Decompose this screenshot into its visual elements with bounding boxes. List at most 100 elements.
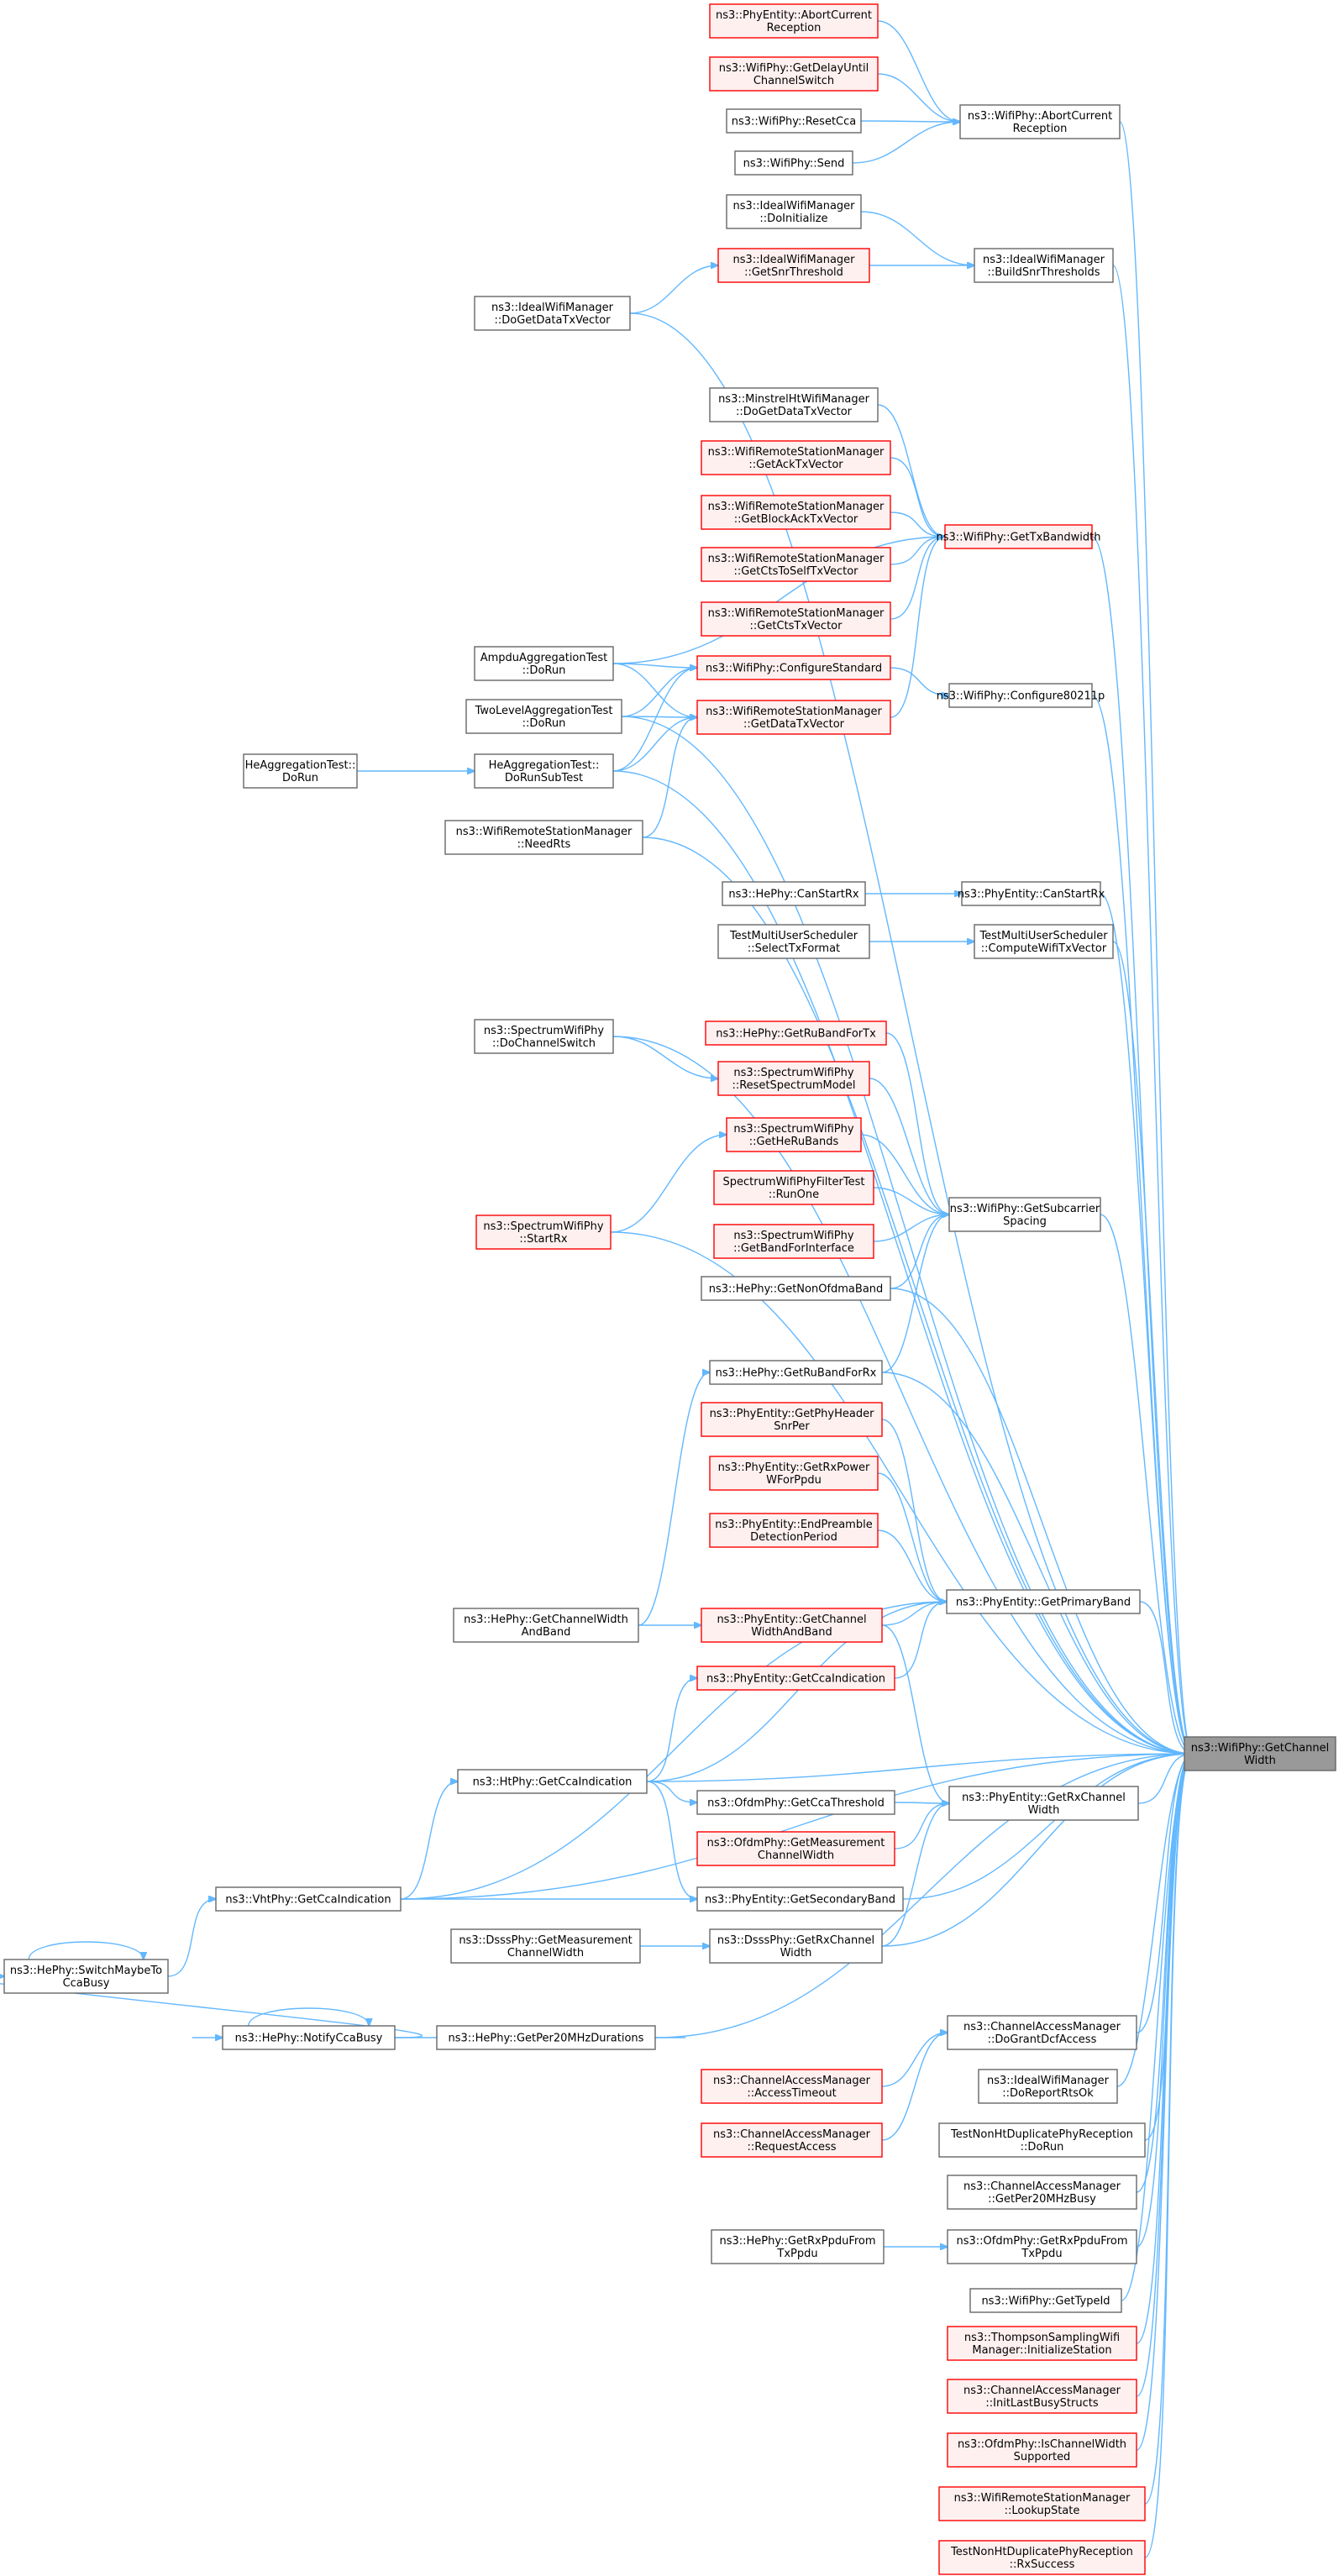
node-label: ns3::IdealWifiManager [983, 254, 1105, 266]
node-box [938, 2486, 1146, 2521]
function-node[interactable]: ns3::SpectrumWifiPhy::GetBandForInterfac… [713, 1224, 874, 1259]
function-node[interactable]: ns3::HePhy::GetPer20MHzDurations [436, 2025, 656, 2050]
function-node[interactable]: ns3::ChannelAccessManager::GetPer20MHzBu… [947, 2175, 1137, 2210]
function-node[interactable]: ns3::WifiPhy::Configure80211p [937, 683, 1105, 708]
node-label: ns3::PhyEntity::EndPreamble [715, 1519, 872, 1531]
edge-line [890, 537, 945, 718]
call-edge [642, 717, 697, 838]
call-edge [877, 1472, 947, 1602]
function-node[interactable]: ns3::PhyEntity::GetSecondaryBand [696, 1886, 904, 1912]
edge-line [1121, 1754, 1193, 2301]
function-node[interactable]: ns3::SpectrumWifiPhy::DoChannelSwitch [474, 1019, 614, 1054]
function-node[interactable]: TwoLevelAggregationTest::DoRun [465, 699, 622, 734]
node-box [701, 547, 891, 582]
call-edge [610, 1135, 727, 1233]
node-label: ::GetBandForInterface [733, 1242, 854, 1255]
function-node[interactable]: ns3::PhyEntity::EndPreambleDetectionPeri… [709, 1513, 879, 1548]
function-node[interactable]: ns3::WifiRemoteStationManager::GetBlockA… [701, 495, 891, 530]
call-edge [860, 211, 974, 265]
node-label: ns3::WifiPhy::GetDelayUntil [719, 62, 869, 75]
function-node[interactable]: ns3::WifiRemoteStationManager::GetCtsTxV… [701, 601, 891, 637]
function-node[interactable]: ns3::WifiPhy::Send [734, 150, 853, 176]
function-node[interactable]: ns3::WifiRemoteStationManager::LookupSta… [938, 2486, 1146, 2521]
function-node[interactable]: ns3::IdealWifiManager::DoReportRtsOk [978, 2069, 1118, 2104]
node-box [453, 1608, 639, 1643]
node-box [705, 1020, 887, 1046]
function-node[interactable]: ns3::SpectrumWifiPhy::GetHeRuBands [726, 1117, 862, 1152]
function-node[interactable]: TestMultiUserScheduler::SelectTxFormat [717, 924, 870, 959]
function-node[interactable]: ns3::OfdmPhy::GetCcaThreshold [696, 1790, 895, 1815]
edge-line [890, 457, 945, 537]
function-node[interactable]: ns3::ChannelAccessManager::AccessTimeout [701, 2069, 883, 2104]
edge-line [612, 537, 945, 664]
focus-node[interactable]: ns3::WifiPhy::GetChannelWidth [1184, 1736, 1336, 1771]
function-node[interactable]: ns3::WifiRemoteStationManager::GetDataTx… [696, 700, 891, 735]
node-label: AndBand [522, 1626, 571, 1639]
call-edge [894, 1602, 947, 1679]
function-node[interactable]: ns3::ChannelAccessManager::DoGrantDcfAcc… [947, 2015, 1137, 2050]
edge-line [881, 1754, 1193, 1947]
function-node[interactable]: ns3::IdealWifiManager::DoInitialize [726, 194, 862, 229]
call-edge [629, 265, 718, 314]
function-node[interactable]: ns3::WifiRemoteStationManager::GetCtsToS… [701, 547, 891, 582]
edge-line [646, 1678, 697, 1782]
function-node[interactable]: ns3::HePhy::GetNonOfdmaBand [701, 1276, 891, 1301]
function-node[interactable]: ns3::ChannelAccessManager::InitLastBusyS… [947, 2379, 1137, 2414]
function-node[interactable]: ns3::VhtPhy::GetCcaIndication [215, 1886, 402, 1912]
function-node[interactable]: TestNonHtDuplicatePhyReception::RxSucces… [938, 2540, 1146, 2575]
node-label: ns3::IdealWifiManager [491, 302, 614, 314]
function-node[interactable]: ns3::HePhy::CanStartRx [722, 881, 866, 906]
function-node[interactable]: ns3::HePhy::GetRuBandForRx [709, 1360, 883, 1385]
function-node[interactable]: ns3::IdealWifiManager::GetSnrThreshold [717, 248, 870, 283]
function-node[interactable]: ns3::PhyEntity::GetCcaIndication [696, 1666, 895, 1691]
call-edge [890, 537, 945, 620]
node-box [713, 1224, 874, 1259]
function-node[interactable]: AmpduAggregationTest::DoRun [474, 646, 614, 681]
function-node[interactable]: ns3::ChannelAccessManager::RequestAccess [701, 2122, 883, 2158]
function-node[interactable]: ns3::WifiPhy::GetTxBandwidth [936, 524, 1101, 549]
function-node[interactable]: ns3::SpectrumWifiPhy::StartRx [475, 1215, 612, 1250]
function-node[interactable]: ns3::HtPhy::GetCcaIndication [457, 1769, 648, 1794]
function-node[interactable]: SpectrumWifiPhyFilterTest::RunOne [713, 1170, 874, 1205]
node-label: ::DoReportRtsOk [1002, 2087, 1094, 2100]
function-node[interactable]: ns3::WifiPhy::ConfigureStandard [696, 655, 891, 680]
node-label: DetectionPeriod [750, 1531, 837, 1544]
function-node[interactable]: ns3::HePhy::NotifyCcaBusy [222, 2025, 396, 2050]
function-node[interactable]: ns3::WifiRemoteStationManager::GetAckTxV… [701, 440, 891, 475]
function-node[interactable]: HeAggregationTest::DoRunSubTest [474, 753, 614, 789]
function-node[interactable]: ns3::HePhy::GetRuBandForTx [705, 1020, 887, 1046]
function-node[interactable]: HeAggregationTest::DoRun [243, 753, 358, 789]
function-node[interactable]: ns3::WifiRemoteStationManager::NeedRts [444, 820, 643, 855]
function-node[interactable]: ns3::WifiPhy::GetTypeId [969, 2288, 1122, 2313]
function-node[interactable]: ns3::ThompsonSamplingWifiManager::Initia… [947, 2326, 1137, 2361]
node-label: HeAggregationTest:: [489, 759, 600, 772]
function-node[interactable]: TestMultiUserScheduler::ComputeWifiTxVec… [974, 924, 1114, 959]
function-node[interactable]: ns3::WifiPhy::ResetCca [726, 108, 862, 134]
function-node[interactable]: ns3::PhyEntity::GetPrimaryBand [946, 1589, 1141, 1614]
node-box [947, 2229, 1137, 2264]
function-node[interactable]: ns3::MinstrelHtWifiManager::DoGetDataTxV… [709, 387, 879, 422]
function-node[interactable]: ns3::IdealWifiManager::BuildSnrThreshold… [974, 248, 1114, 283]
function-node[interactable]: ns3::SpectrumWifiPhy::ResetSpectrumModel [717, 1061, 870, 1096]
function-node[interactable]: TestNonHtDuplicatePhyReception::DoRun [938, 2122, 1146, 2158]
function-node[interactable]: ns3::IdealWifiManager::DoGetDataTxVector [474, 296, 631, 331]
node-label: ::RunOne [769, 1188, 819, 1201]
node-label: ::DoGrantDcfAccess [988, 2033, 1097, 2046]
function-node[interactable]: ns3::PhyEntity::CanStartRx [958, 881, 1105, 906]
